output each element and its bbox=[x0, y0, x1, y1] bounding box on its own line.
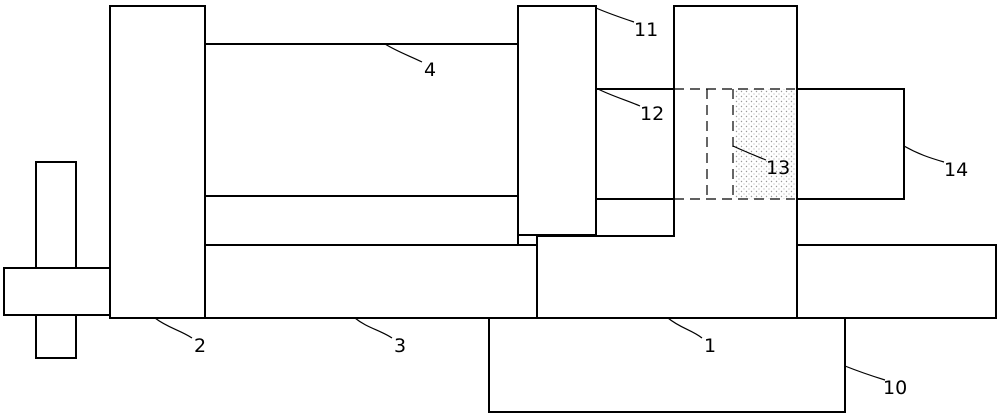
label-3: 3 bbox=[394, 335, 406, 357]
leader-11 bbox=[595, 7, 635, 23]
dotted-zone bbox=[735, 89, 795, 199]
leader-13 bbox=[732, 145, 767, 161]
workpiece bbox=[794, 88, 905, 200]
label-2: 2 bbox=[194, 335, 206, 357]
inner-rod bbox=[595, 88, 675, 200]
lower-rail bbox=[204, 244, 538, 319]
label-12: 12 bbox=[640, 103, 664, 125]
left-post bbox=[109, 5, 206, 319]
leader-12 bbox=[597, 88, 641, 107]
right-rail bbox=[794, 244, 997, 319]
leader-14 bbox=[903, 145, 945, 163]
label-11: 11 bbox=[634, 19, 658, 41]
leader-10 bbox=[844, 365, 886, 381]
middle-rail bbox=[204, 195, 519, 246]
upper-rod bbox=[204, 43, 519, 197]
leader-2 bbox=[154, 317, 193, 339]
leader-1 bbox=[667, 317, 703, 339]
handle-bar bbox=[35, 161, 77, 359]
label-13: 13 bbox=[766, 157, 790, 179]
leader-3 bbox=[354, 317, 393, 339]
label-14: 14 bbox=[944, 159, 968, 181]
leader-4 bbox=[384, 43, 423, 63]
handle-shaft bbox=[3, 267, 111, 316]
label-10: 10 bbox=[883, 377, 907, 399]
base-block bbox=[488, 317, 846, 413]
label-4: 4 bbox=[424, 59, 436, 81]
moving-block bbox=[517, 5, 597, 236]
label-1: 1 bbox=[704, 335, 716, 357]
